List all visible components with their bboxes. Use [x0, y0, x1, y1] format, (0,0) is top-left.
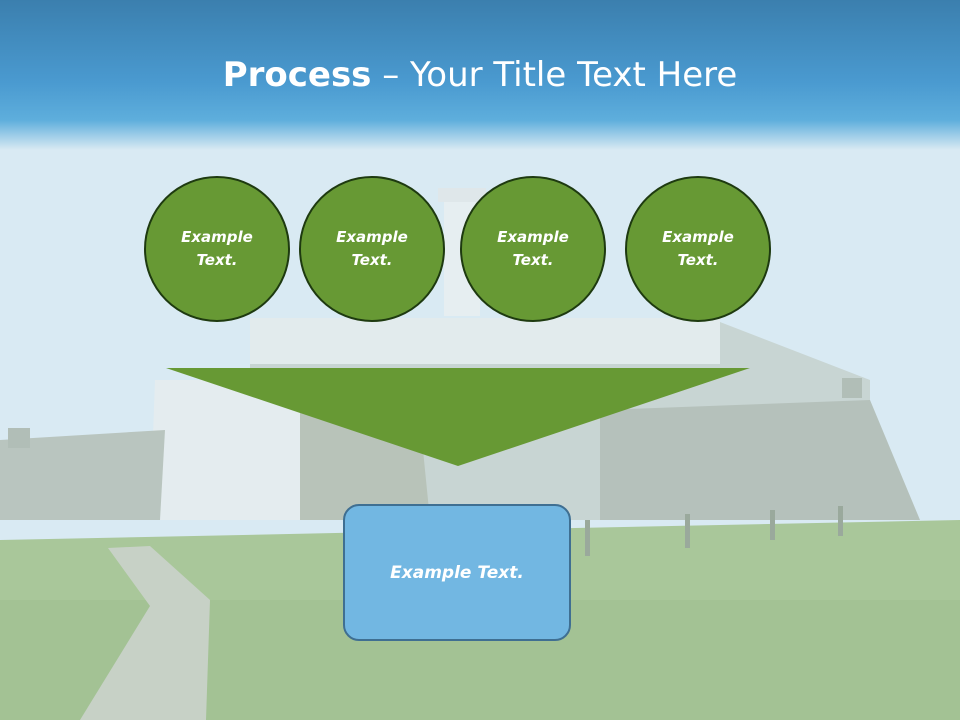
step-label-1: Example Text.	[181, 228, 253, 269]
step-circle-2: Example Text.	[299, 176, 445, 322]
step-circle-3: Example Text.	[460, 176, 606, 322]
title-bold: Process	[222, 55, 372, 95]
header-band	[0, 0, 960, 150]
step-label-4: Example Text.	[662, 228, 734, 269]
funnel-triangle	[166, 368, 750, 466]
step-label-3: Example Text.	[497, 228, 569, 269]
slide-title: Process – Your Title Text Here	[0, 52, 960, 98]
step-circle-1: Example Text.	[144, 176, 290, 322]
step-circle-4: Example Text.	[625, 176, 771, 322]
result-box: Example Text.	[343, 504, 571, 641]
title-rest: – Your Title Text Here	[371, 55, 738, 95]
result-label: Example Text.	[390, 562, 524, 583]
step-label-2: Example Text.	[336, 228, 408, 269]
